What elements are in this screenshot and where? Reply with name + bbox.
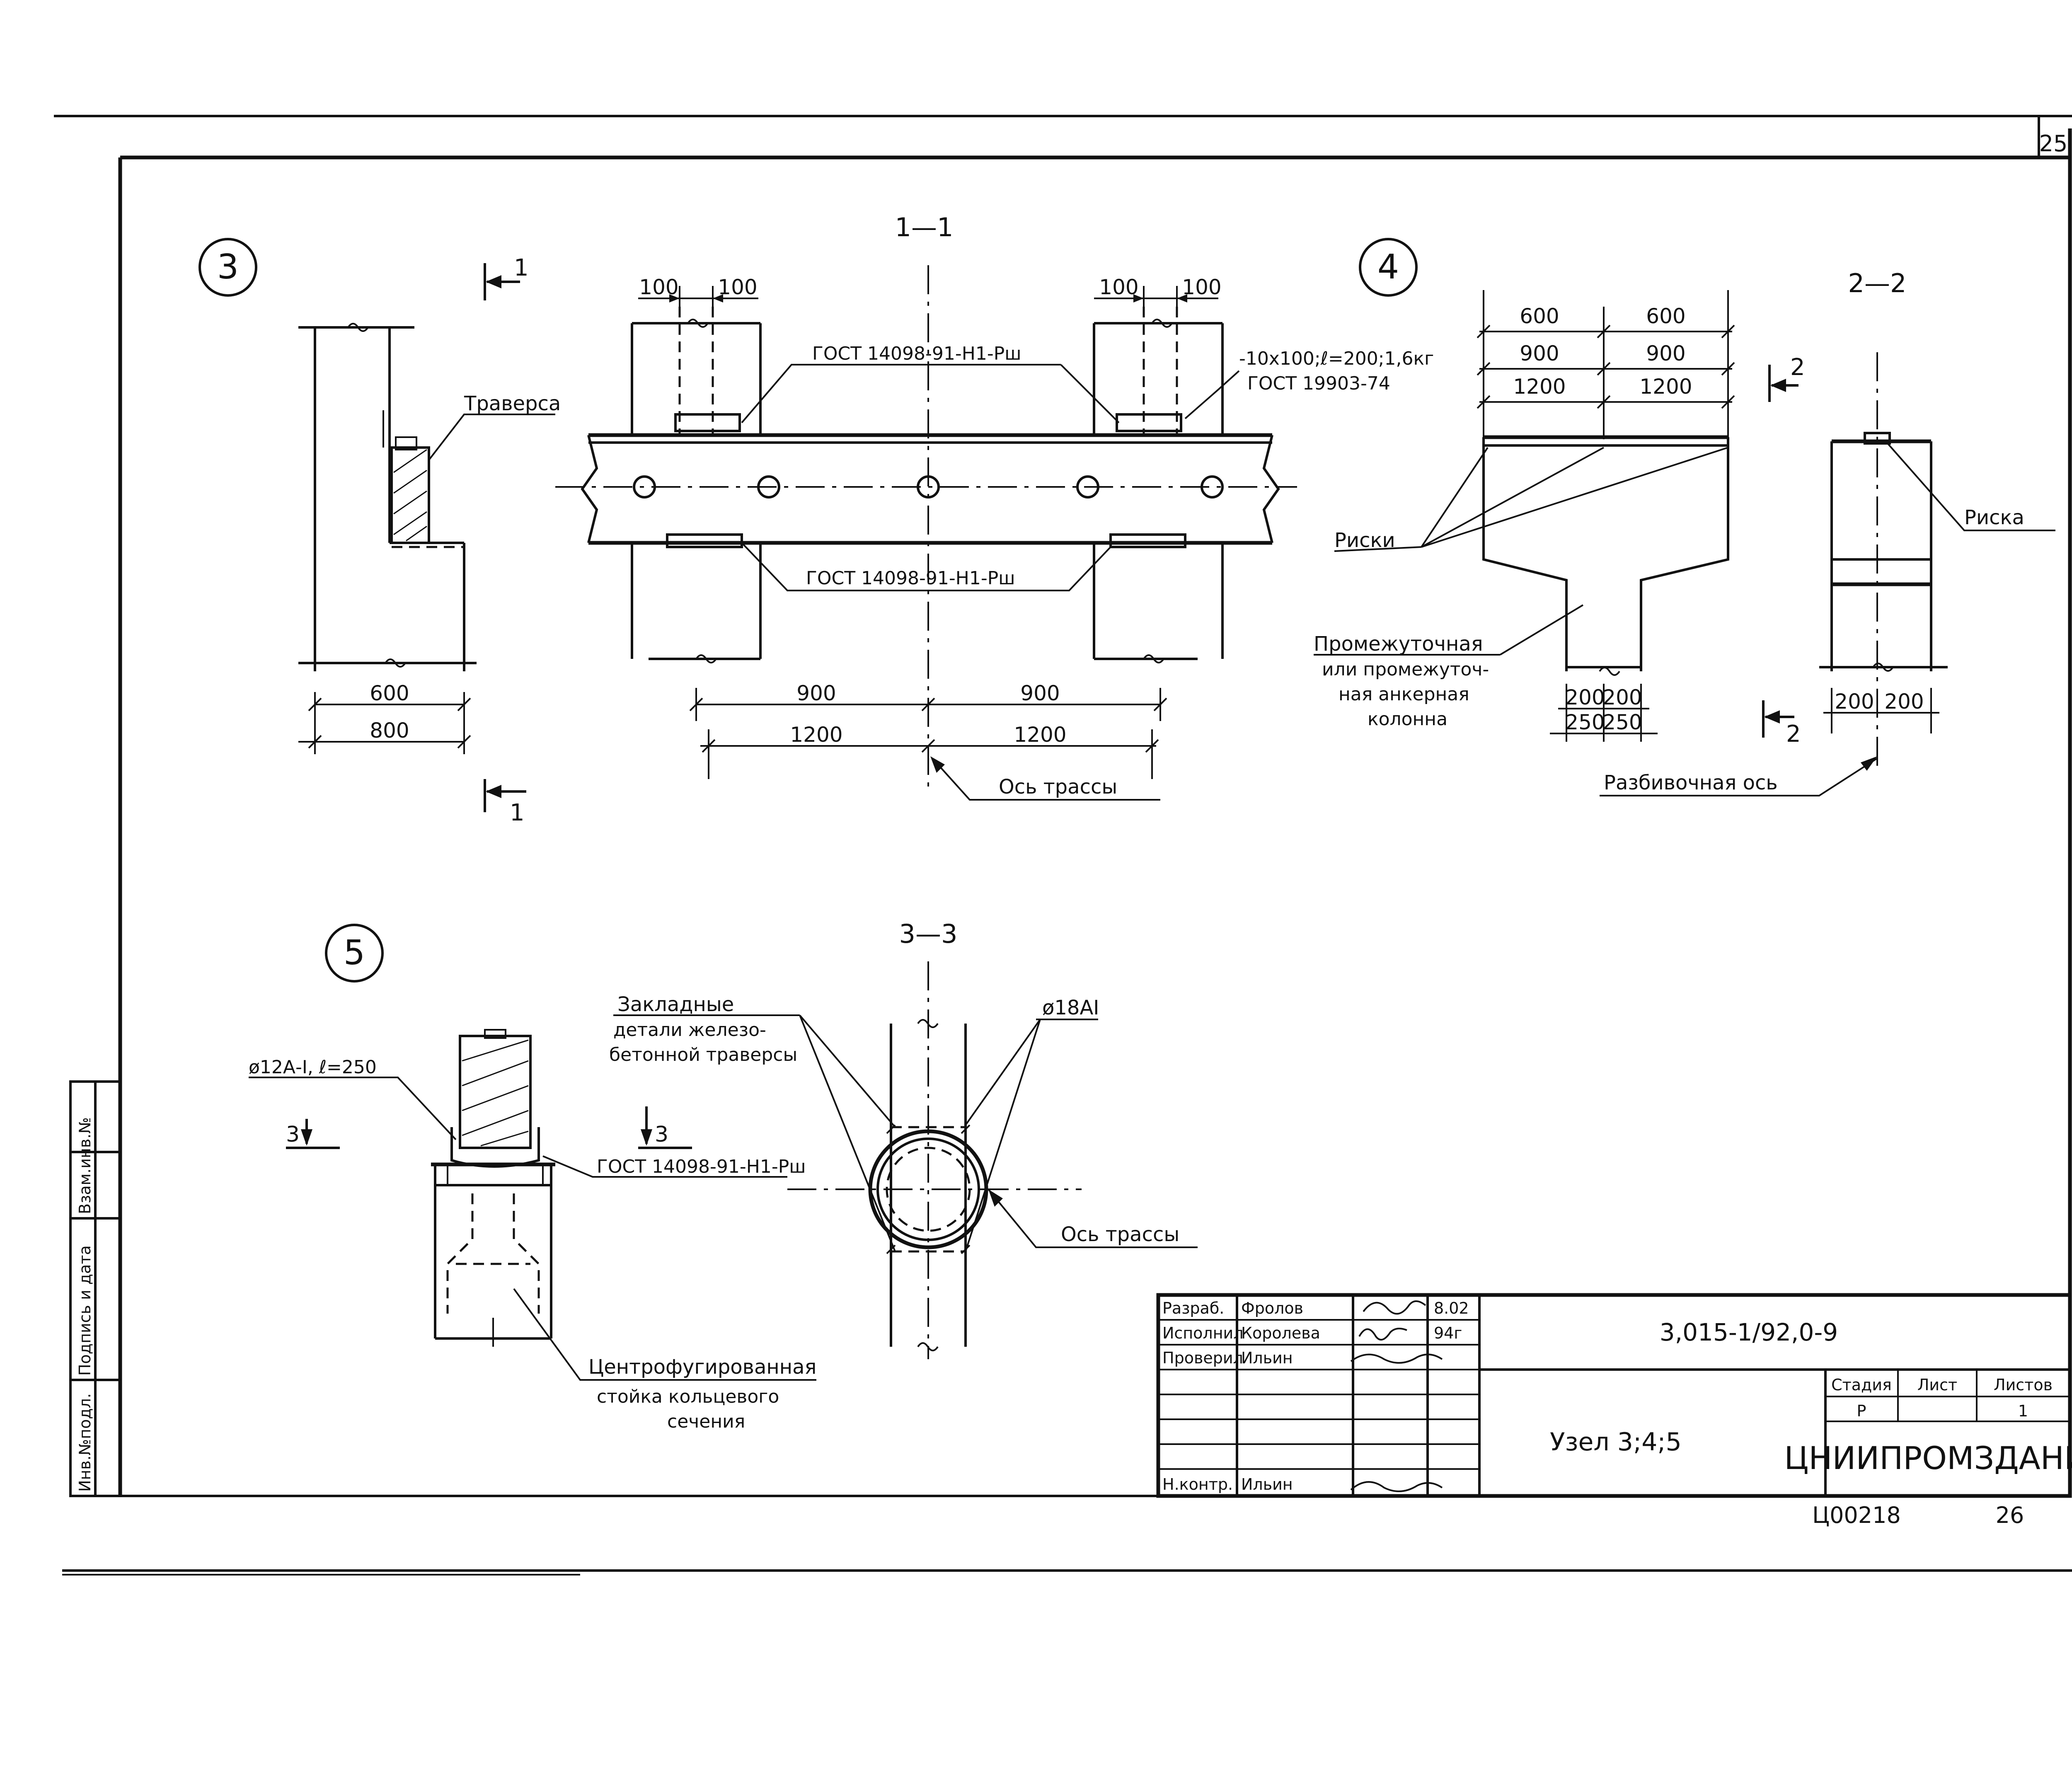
section11-axis-label: Ось трассы bbox=[999, 775, 1117, 799]
section33-embed-line2: детали железо- bbox=[613, 1019, 766, 1041]
section22-dim-200-r: 200 bbox=[1884, 690, 1924, 714]
node3-drawing: 3 1 1 Траверса bbox=[198, 238, 561, 826]
page-number: 25 bbox=[2039, 131, 2068, 157]
node4-marker-circle bbox=[1359, 238, 1418, 297]
tb-row0-role: Разраб. bbox=[1162, 1299, 1224, 1317]
section11-gost-bottom: ГОСТ 14098-91-Н1-Рш bbox=[806, 568, 1015, 589]
tb-sheets-label: Листов bbox=[1994, 1376, 2053, 1394]
tb-row1-name: Королева bbox=[1241, 1324, 1320, 1342]
node4-label-riski: Риски bbox=[1334, 529, 1395, 552]
node3-dim-600: 600 bbox=[370, 681, 409, 705]
tb-row3-name: Ильин bbox=[1241, 1475, 1293, 1493]
section11-dim-1200-left: 1200 bbox=[790, 723, 842, 747]
node5-marker-circle bbox=[325, 924, 384, 983]
node3-marker-circle bbox=[198, 238, 257, 297]
node5-rebar-label: ø12А-I, ℓ=250 bbox=[249, 1057, 377, 1078]
node4-column-line2: или промежуточ- bbox=[1322, 659, 1489, 680]
section22-title: 2—2 bbox=[1848, 268, 1907, 298]
node4-column-line3: ная анкерная bbox=[1339, 684, 1469, 705]
node3-dim-800: 800 bbox=[370, 719, 409, 743]
footer-number: 26 bbox=[1996, 1502, 2024, 1528]
node5-marker: 5 bbox=[344, 933, 365, 973]
section22-cut-label-top: 2 bbox=[1790, 354, 1805, 381]
node4-drawing: 4 600 600 900 900 1200 1200 Р bbox=[1314, 238, 1735, 742]
node5-gost: ГОСТ 14098-91-Н1-Рш bbox=[597, 1156, 806, 1177]
node5-post-line3: сечения bbox=[667, 1411, 745, 1432]
node4-dim-600-l: 600 bbox=[1520, 304, 1559, 328]
side-stamp-vzam-inv: Взам.инв.№ bbox=[76, 1117, 94, 1214]
node3-cut-label-bottom: 1 bbox=[510, 799, 525, 826]
node5-drawing: 5 ø12А-I, ℓ=250 3 3 bbox=[249, 924, 816, 1432]
node4-dim-1200-r: 1200 bbox=[1639, 375, 1692, 399]
tb-row3-role: Н.контр. bbox=[1162, 1475, 1233, 1493]
tb-sheet-code: 3,015-1/92,0-9 bbox=[1660, 1318, 1838, 1346]
tb-row1-signature bbox=[1358, 1328, 1407, 1341]
node4-dim-250-l: 250 bbox=[1565, 710, 1605, 734]
tb-sheets-value: 1 bbox=[2018, 1402, 2028, 1420]
tb-row0-signature bbox=[1363, 1300, 1426, 1315]
side-stamp-inv-podl: Инв.№подл. bbox=[76, 1393, 94, 1492]
section22-cut-label-bottom: 2 bbox=[1786, 721, 1801, 748]
side-stamp: Инв.№подл. Подпись и дата Взам.инв.№ bbox=[69, 1080, 121, 1497]
section33-title: 3—3 bbox=[899, 919, 958, 949]
tb-row2-role: Проверил bbox=[1162, 1349, 1243, 1367]
node3-label-traversa: Траверса bbox=[464, 392, 561, 415]
tb-stage-label: Стадия bbox=[1831, 1376, 1892, 1394]
side-stamp-podpis-data: Подпись и дата bbox=[76, 1245, 94, 1376]
tb-row1-date: 94г bbox=[1434, 1324, 1462, 1342]
section33-axis-label: Ось трассы bbox=[1061, 1223, 1179, 1246]
section11-dim-1200-right: 1200 bbox=[1014, 723, 1066, 747]
node3-marker: 3 bbox=[217, 247, 239, 287]
node5-cut-label-right: 3 bbox=[655, 1122, 668, 1147]
section11-dim-900-right: 900 bbox=[1020, 681, 1060, 705]
node5-post-line2: стойка кольцевого bbox=[597, 1386, 779, 1407]
tb-row2-name: Ильин bbox=[1241, 1349, 1293, 1367]
tb-row1-role: Исполнил bbox=[1162, 1324, 1244, 1342]
node4-dim-900-l: 900 bbox=[1520, 341, 1559, 365]
section33-drawing: 3—3 Закладные детали железо- бетонной тр… bbox=[609, 919, 1198, 1359]
node4-marker: 4 bbox=[1377, 247, 1399, 287]
section11-dim-right-100b: 100 bbox=[1182, 275, 1221, 299]
section11-dim-right-100a: 100 bbox=[1099, 275, 1138, 299]
node5-cut-label-left: 3 bbox=[286, 1122, 300, 1147]
node4-column-line1: Промежуточная bbox=[1314, 632, 1483, 656]
section22-drawing: 2—2 2 2 Риска 200 200 Разбивочная о bbox=[1600, 268, 2055, 796]
node4-dim-600-r: 600 bbox=[1646, 304, 1685, 328]
section22-axis-label: Разбивочная ось bbox=[1604, 771, 1778, 794]
section33-rebar-label: ø18АI bbox=[1042, 996, 1099, 1019]
footer-code: Ц00218 bbox=[1812, 1502, 1901, 1528]
node4-dim-900-r: 900 bbox=[1646, 341, 1685, 365]
section11-plate-line1: -10х100;ℓ=200;1,6кг bbox=[1239, 348, 1434, 369]
title-block: Разраб. Фролов 8.02 Исполнил Королева 94… bbox=[1156, 1293, 2072, 1498]
tb-sheet-title: Узел 3;4;5 bbox=[1550, 1428, 1682, 1457]
section11-dim-left-100b: 100 bbox=[718, 275, 757, 299]
sheet-frame bbox=[54, 115, 2072, 1576]
tb-row2-signature bbox=[1350, 1353, 1443, 1364]
section22-label-riska: Риска bbox=[1964, 506, 2024, 529]
node4-dim-1200-l: 1200 bbox=[1513, 375, 1566, 399]
section33-embed-line3: бетонной траверсы bbox=[609, 1044, 797, 1065]
node4-column-line4: колонна bbox=[1368, 709, 1447, 730]
node4-dim-200-r: 200 bbox=[1602, 685, 1642, 709]
tb-row3-signature bbox=[1350, 1481, 1443, 1492]
node4-dim-200-l: 200 bbox=[1565, 685, 1605, 709]
section11-dim-900-left: 900 bbox=[796, 681, 836, 705]
section22-dim-200-l: 200 bbox=[1835, 690, 1874, 714]
section11-title: 1—1 bbox=[895, 212, 954, 242]
tb-sheet-label: Лист bbox=[1917, 1376, 1957, 1394]
tb-stage-value: Р bbox=[1857, 1402, 1866, 1420]
tb-row0-date: 8.02 bbox=[1434, 1299, 1469, 1317]
tb-organization: ЦНИИПРОМЗДАНИЙ bbox=[1784, 1439, 2072, 1476]
section11-drawing: 1—1 bbox=[555, 212, 1434, 801]
section11-gost-top: ГОСТ 14098-91-Н1-Рш bbox=[812, 343, 1021, 364]
section11-plate-line2: ГОСТ 19903-74 bbox=[1247, 373, 1390, 394]
node4-dim-250-r: 250 bbox=[1602, 710, 1642, 734]
section11-dim-left-100a: 100 bbox=[639, 275, 678, 299]
tb-row0-name: Фролов bbox=[1241, 1299, 1303, 1317]
node5-post-line1: Центрофугированная bbox=[588, 1355, 816, 1379]
node3-cut-label-top: 1 bbox=[514, 254, 529, 281]
section33-embed-line1: Закладные bbox=[617, 993, 734, 1016]
